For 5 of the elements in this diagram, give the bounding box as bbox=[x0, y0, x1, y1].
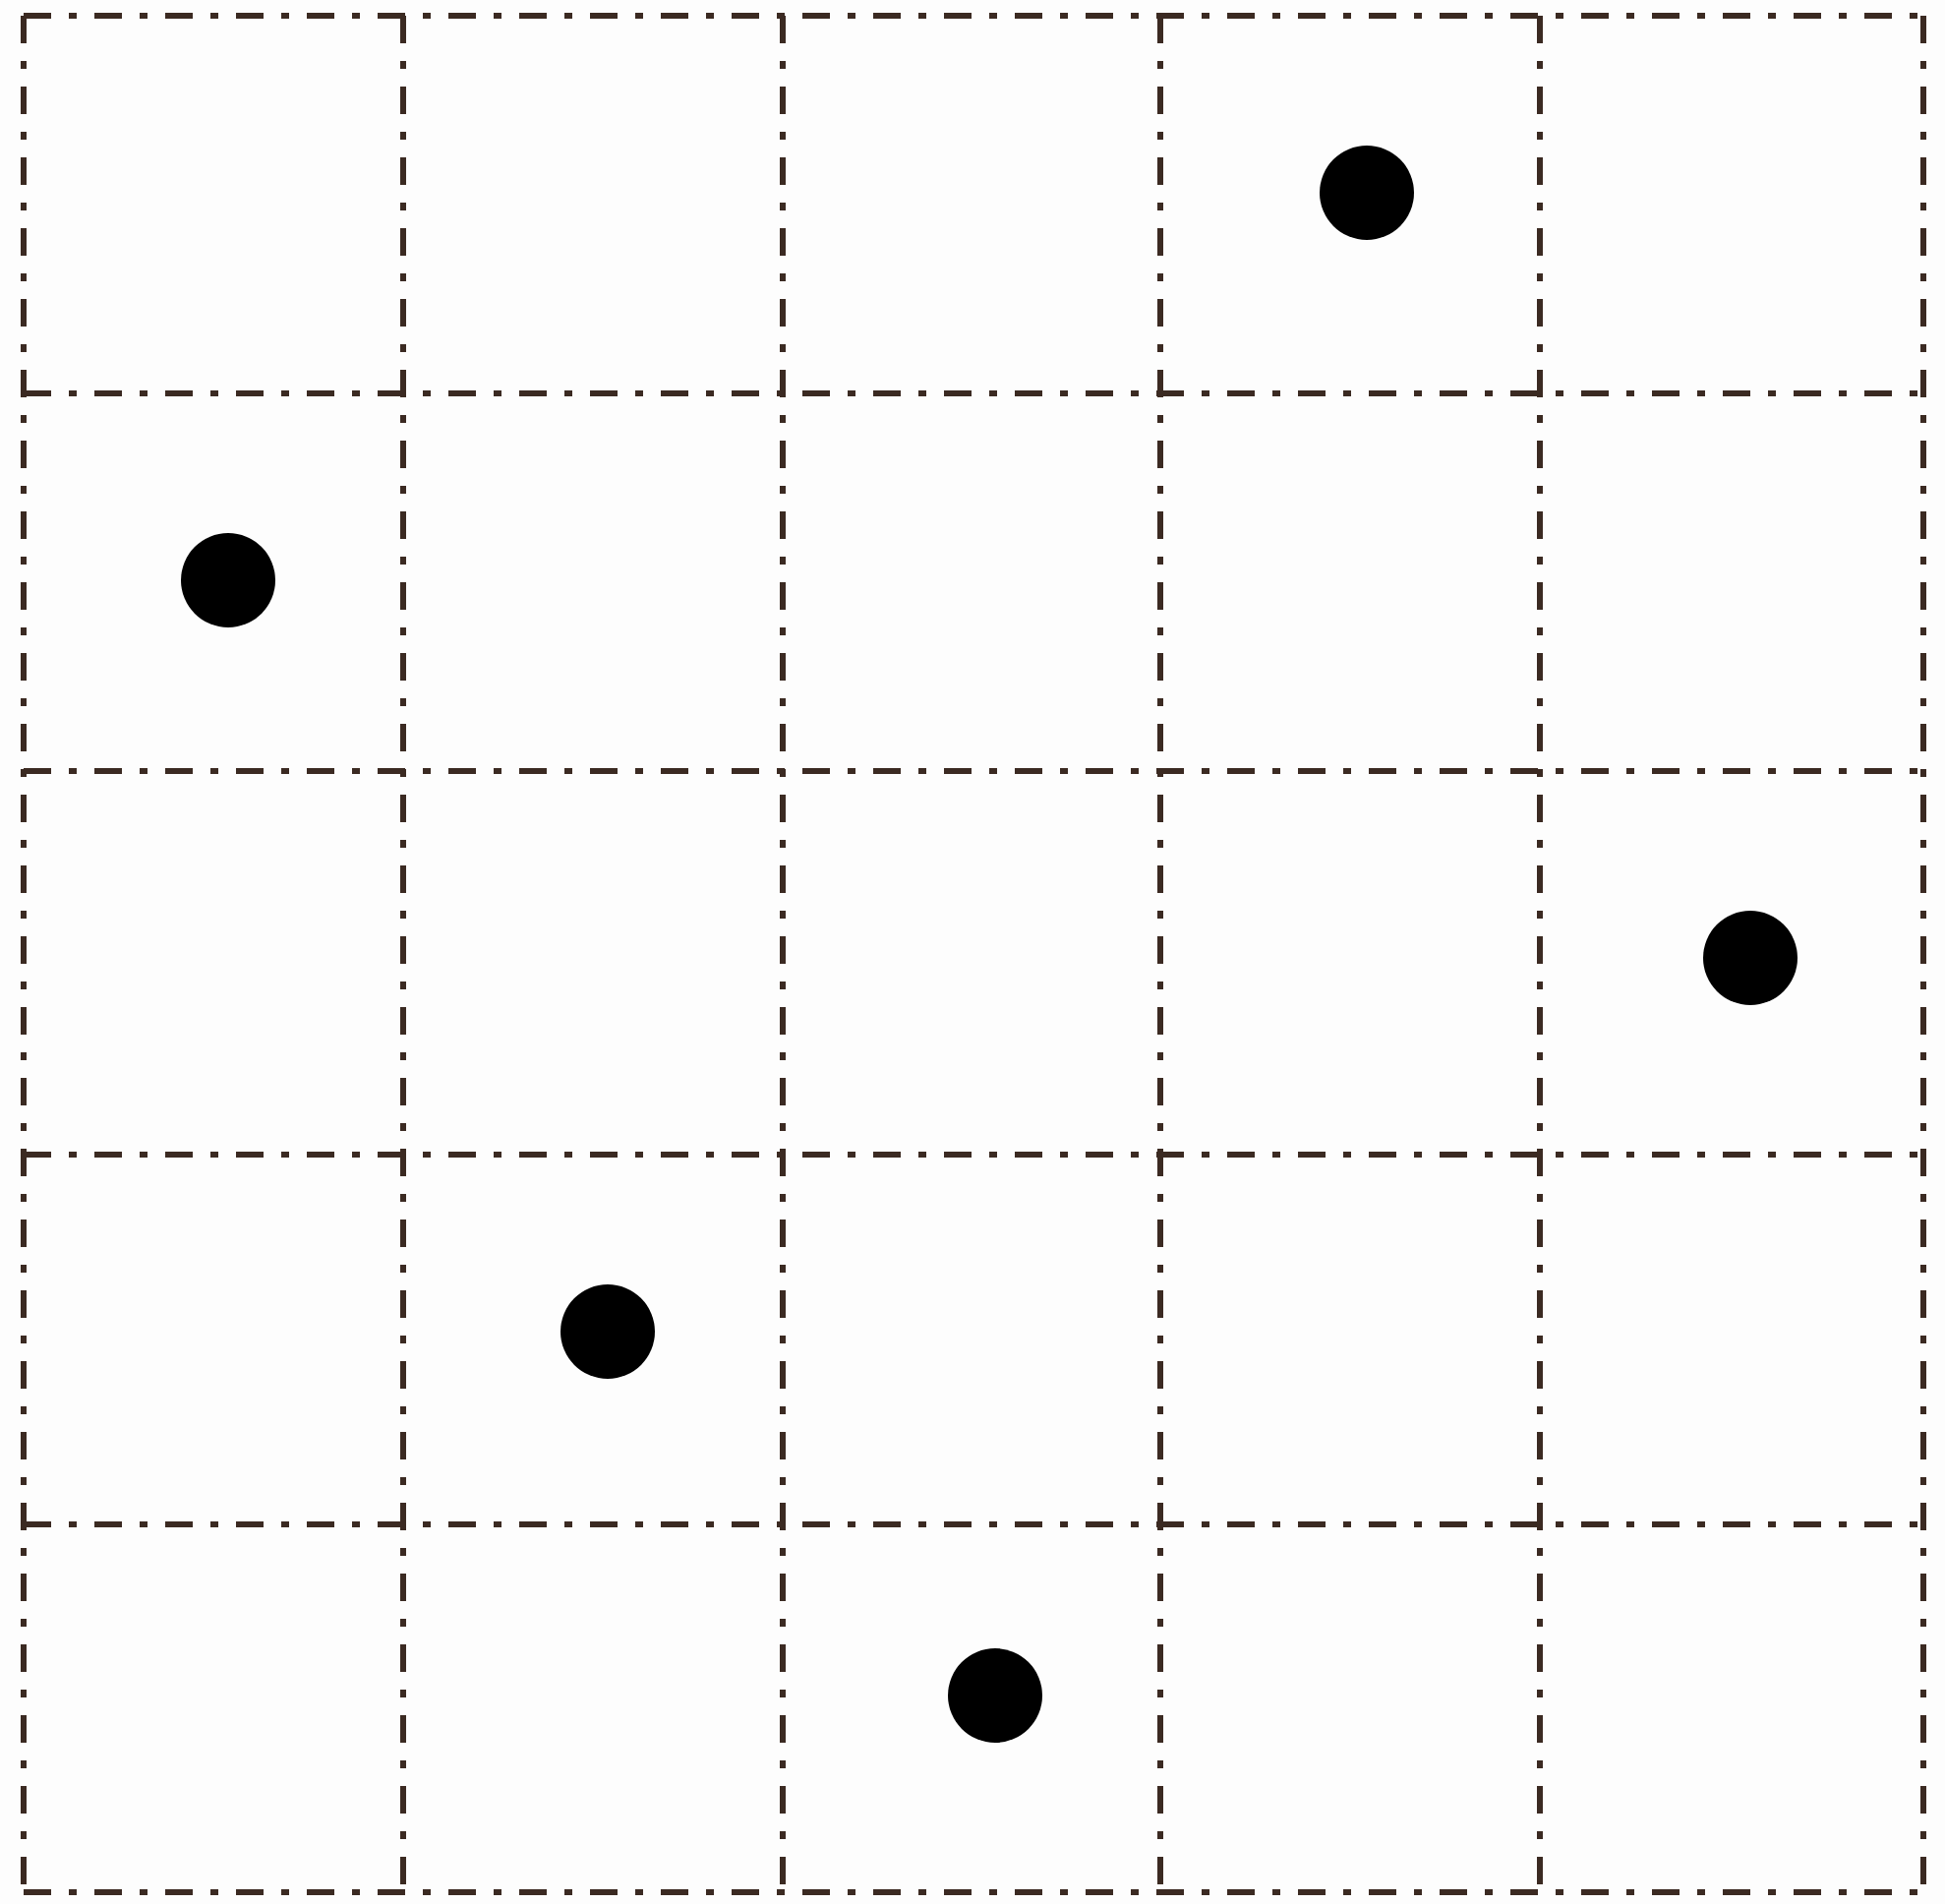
dot bbox=[181, 533, 275, 627]
dot bbox=[1703, 911, 1798, 1005]
dot bbox=[948, 1648, 1042, 1743]
dot bbox=[1320, 146, 1414, 240]
dot bbox=[560, 1284, 655, 1379]
